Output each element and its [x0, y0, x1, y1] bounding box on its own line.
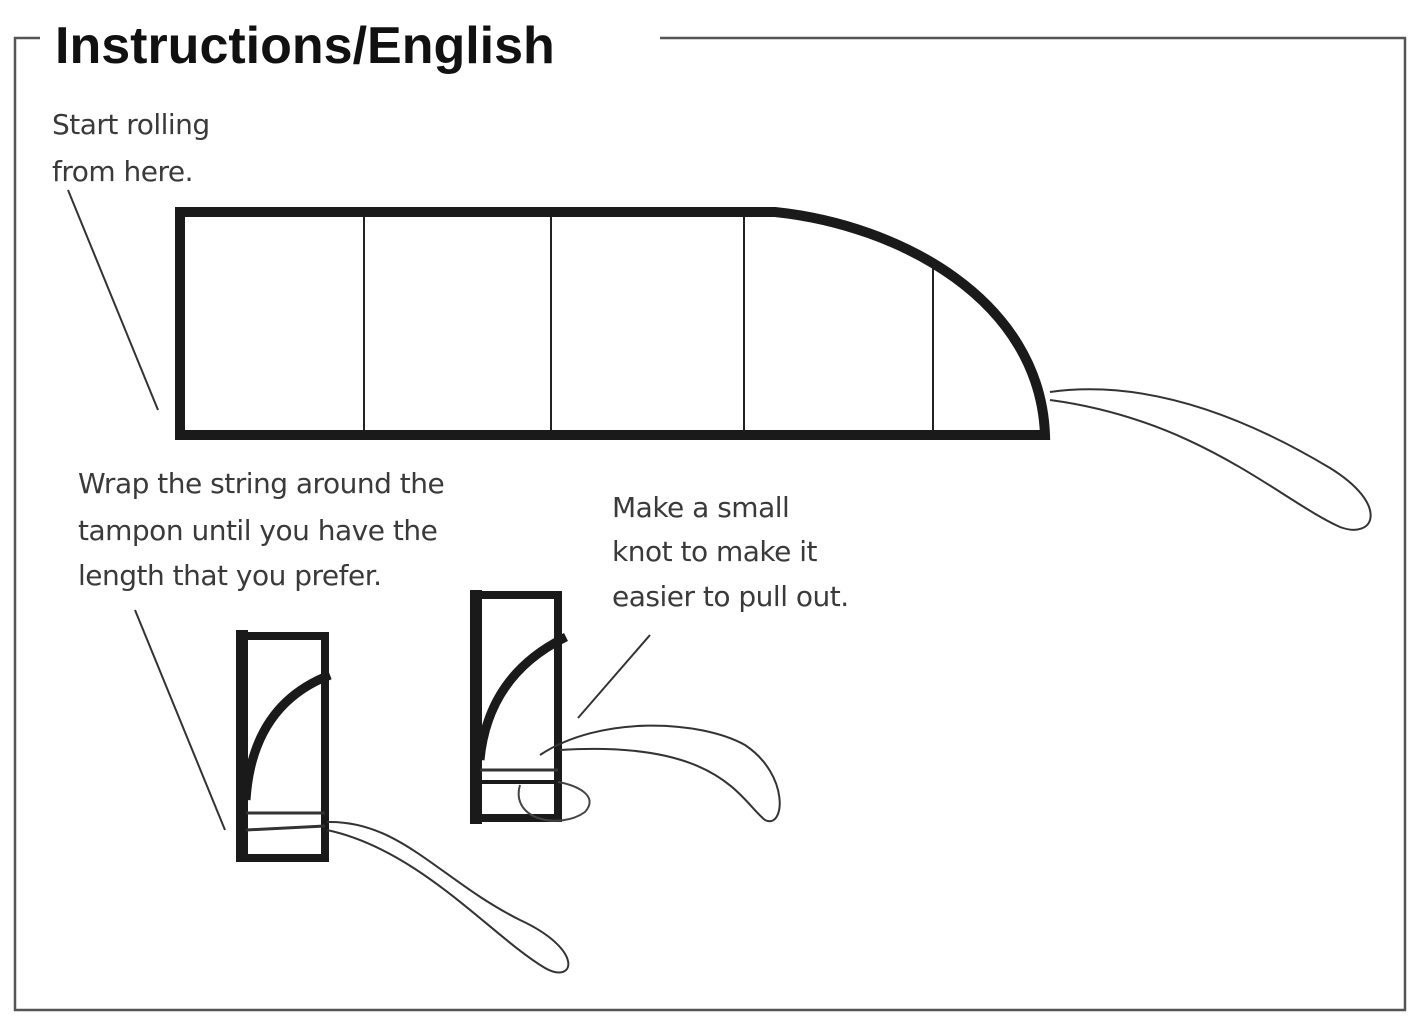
step3-line1: Make a small [612, 491, 789, 524]
title-backdrop [40, 10, 660, 70]
tampon-curve [475, 632, 568, 761]
step3-line3: easier to pull out. [612, 580, 849, 613]
tampon-string [326, 820, 570, 974]
step1-line1: Start rolling [52, 108, 210, 141]
pad-outline [175, 207, 1051, 440]
tampon-string [539, 724, 781, 823]
step1-leader-line [67, 189, 159, 411]
unrolled-pad-illustration [175, 207, 1372, 531]
page-title: Instructions/English [55, 17, 555, 75]
frame-border [13, 36, 1407, 1012]
string-wrap [245, 824, 326, 832]
step2-line2: tampon until you have the [78, 514, 437, 547]
knotted-tampon-illustration [470, 590, 781, 824]
step3-leader-line [577, 634, 651, 719]
string-knot [517, 781, 591, 822]
wrapped-tampon-illustration [236, 630, 570, 974]
step1-line2: from here. [52, 155, 193, 188]
tampon-curve [241, 670, 332, 801]
step2-line3: length that you prefer. [78, 559, 382, 592]
step3-line2: knot to make it [612, 535, 818, 568]
step2-leader-line [134, 609, 226, 831]
pad-string [1049, 388, 1372, 531]
step2-line1: Wrap the string around the [78, 467, 444, 500]
